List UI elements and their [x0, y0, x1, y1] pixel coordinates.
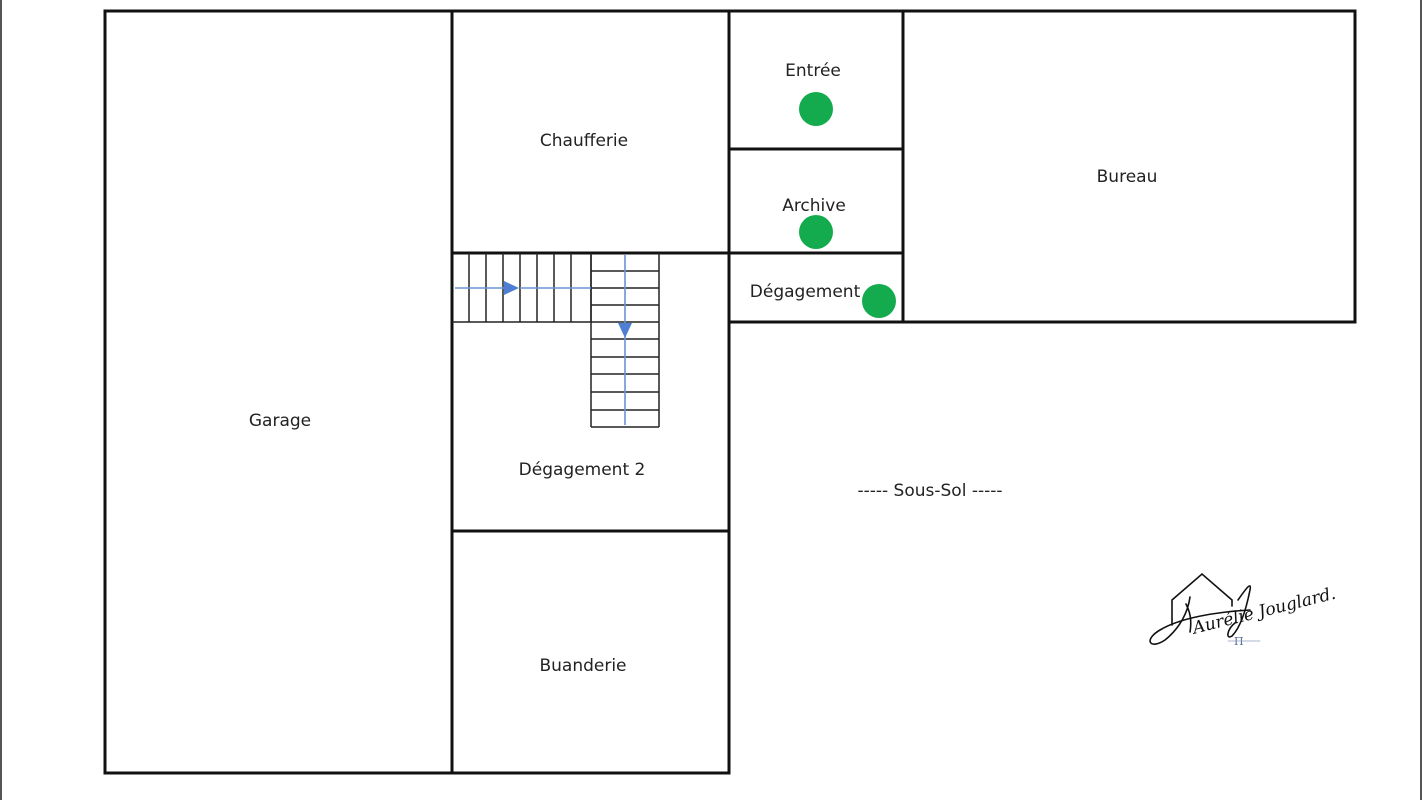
marker-archive	[799, 215, 833, 249]
staircase	[452, 253, 660, 428]
room-label-degagement: Dégagement	[750, 282, 861, 302]
room-label-bureau: Bureau	[1097, 167, 1158, 187]
room-label-archive: Archive	[782, 196, 846, 216]
signature-monogram: Π	[1234, 635, 1244, 648]
signature-logo: Aurélie Jouglard. Π	[1149, 572, 1338, 648]
room-label-garage: Garage	[249, 411, 311, 431]
signature-text: Aurélie Jouglard.	[1189, 584, 1338, 639]
stair-arrow-right-icon	[504, 281, 519, 295]
room-label-degagement-2: Dégagement 2	[519, 460, 646, 480]
stair-arrow-down-icon	[618, 323, 632, 338]
room-label-entree: Entrée	[785, 61, 841, 81]
walls	[103, 9, 1357, 775]
room-label-chaufferie: Chaufferie	[540, 131, 628, 151]
marker-entree	[799, 92, 833, 126]
level-label: ----- Sous-Sol -----	[857, 481, 1002, 501]
room-label-buanderie: Buanderie	[539, 656, 626, 676]
marker-degagement	[862, 284, 896, 318]
